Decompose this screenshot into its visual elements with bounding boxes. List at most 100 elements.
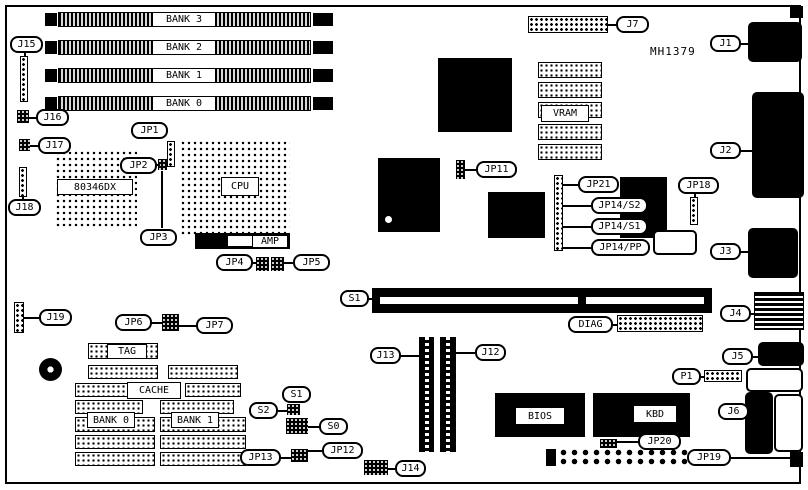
callout-j6: J6	[718, 403, 749, 420]
leader-jp6	[152, 322, 162, 324]
cache-socket-r7a	[75, 452, 155, 466]
label-amp: AMP	[252, 235, 288, 248]
jp11-jumper	[456, 160, 465, 179]
callout-j1: J1	[710, 35, 741, 52]
leader-j5	[753, 356, 758, 358]
simm-bank2-right-cap	[313, 41, 333, 54]
callout-j18: J18	[8, 199, 41, 216]
chipset-chip-a-pin1-dot	[385, 216, 392, 223]
j2-connector	[752, 92, 804, 198]
simm-bank1-right-cap	[313, 69, 333, 82]
edge-connector-white-a	[746, 368, 803, 392]
diag-pin-header	[617, 315, 703, 332]
j17-connector	[19, 139, 30, 151]
leader-j16	[29, 117, 36, 119]
leader-jp5	[284, 262, 293, 264]
callout-j15: J15	[10, 36, 43, 53]
callout-jp6: JP6	[115, 314, 152, 331]
edge-connector-white-b	[774, 394, 803, 452]
leader-jp21	[563, 184, 578, 186]
callout-jp3: JP3	[140, 229, 177, 246]
jp5-jumper	[271, 257, 284, 271]
callout-p1: P1	[672, 368, 701, 385]
label-cpu: CPU	[221, 177, 259, 196]
callout-s2: S2	[249, 402, 278, 419]
vram-chip-4	[538, 124, 602, 140]
leader-jp19	[731, 457, 790, 459]
jp6-jp7-jumper	[162, 314, 179, 331]
callout-j12: J12	[475, 344, 506, 361]
label-cache-bank-1: BANK 1	[171, 412, 219, 428]
j14-connector	[364, 460, 388, 475]
cache-socket-r2a	[88, 365, 158, 379]
amp-connector-slot	[228, 236, 252, 246]
callout-j5: J5	[722, 348, 753, 365]
callout-jp21: JP21	[578, 176, 619, 193]
edge-block-top-right	[790, 6, 803, 18]
edge-block-bottom-right	[790, 452, 803, 467]
j5-connector	[758, 342, 804, 366]
label-vram: VRAM	[541, 105, 589, 122]
leader-jp11	[465, 169, 476, 171]
callout-j13: J13	[370, 347, 401, 364]
board-part-number: MH1379	[650, 44, 696, 58]
s1-switch	[287, 404, 300, 415]
vram-chip-1	[538, 62, 602, 78]
leader-j14	[388, 468, 395, 470]
s1-expansion-slot	[372, 288, 712, 313]
leader-jp13	[281, 457, 291, 459]
leader-j13	[401, 355, 419, 357]
callout-jp14-s2: JP14/S2	[591, 197, 648, 214]
label-bank-0: BANK 0	[152, 96, 216, 111]
leader-s0	[308, 426, 319, 428]
leader-j15	[24, 53, 26, 56]
bottom-header-left-cap	[546, 449, 556, 466]
callout-jp12: JP12	[322, 442, 363, 459]
simm-bank0-right-cap	[313, 97, 333, 110]
j4-connector	[754, 292, 804, 330]
s0-s2-switch	[286, 418, 308, 434]
cache-socket-r3a	[75, 383, 143, 397]
callout-j7: J7	[616, 16, 649, 33]
callout-j2: J2	[710, 142, 741, 159]
leader-jp7	[179, 325, 196, 327]
mounting-hole	[39, 358, 62, 381]
chipset-chip-b	[488, 192, 545, 238]
callout-s1-switch: S1	[282, 386, 311, 403]
leader-j17	[30, 145, 38, 147]
leader-j1	[741, 43, 748, 45]
leader-p1	[701, 376, 704, 378]
label-bank-2: BANK 2	[152, 40, 216, 55]
callout-s1-slot: S1	[340, 290, 369, 307]
callout-s0: S0	[319, 418, 348, 435]
simm-bank1-left-cap	[45, 69, 57, 82]
callout-jp5: JP5	[293, 254, 330, 271]
callout-j17: J17	[38, 137, 71, 154]
label-cache: CACHE	[127, 382, 181, 399]
j1-connector	[748, 22, 802, 62]
label-kbd: KBD	[633, 405, 677, 423]
j3-connector	[748, 228, 798, 278]
label-80346dx: 80346DX	[57, 179, 133, 195]
callout-jp20: JP20	[638, 433, 681, 450]
j15-pin-header	[20, 56, 28, 102]
leader-j12	[456, 352, 475, 354]
j19-pin-header	[14, 302, 24, 333]
j7-pin-header	[528, 16, 608, 33]
simm-bank3-left-cap	[45, 13, 57, 26]
jp2-jumper	[158, 159, 167, 170]
video-controller-chip	[438, 58, 512, 132]
label-cache-bank-0: BANK 0	[87, 412, 135, 428]
leader-jp18	[694, 194, 696, 197]
leader-j18	[22, 197, 24, 199]
callout-j16: J16	[36, 109, 69, 126]
callout-jp4: JP4	[216, 254, 253, 271]
callout-jp13: JP13	[240, 449, 281, 466]
cache-socket-r7b	[160, 452, 246, 466]
callout-jp19: JP19	[687, 449, 731, 466]
callout-diag: DIAG	[568, 316, 613, 333]
cache-socket-r3b	[185, 383, 241, 397]
j13-slot	[419, 337, 434, 452]
callout-jp11: JP11	[476, 161, 517, 178]
